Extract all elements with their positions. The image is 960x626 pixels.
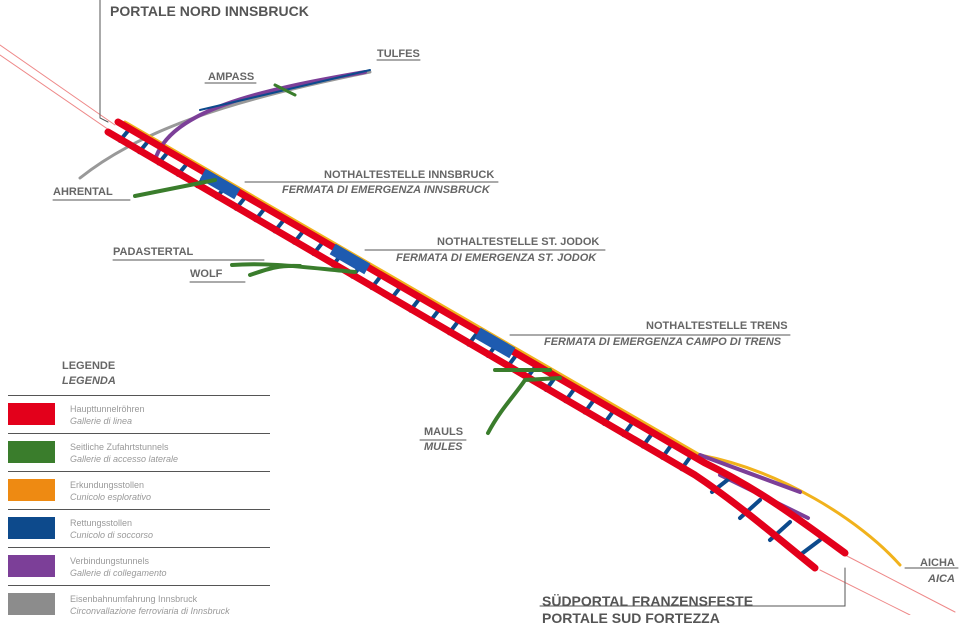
legend-swatch [8, 593, 55, 615]
label-portal-south-de: SÜDPORTAL FRANZENSFESTE [542, 593, 754, 609]
legend-swatch [8, 517, 55, 539]
access-tunnel-ampass [273, 83, 297, 97]
label-mauls: MAULS [424, 426, 464, 438]
legend-swatch [8, 479, 55, 501]
label-stop-jodok-it: FERMATA DI EMERGENZA ST. JODOK [396, 252, 597, 264]
label-portal-north: PORTALE NORD INNSBRUCK [110, 3, 309, 19]
access-tunnel-wolf [230, 262, 357, 277]
emergency-stop-trens [474, 327, 516, 359]
label-aicha: AICHA [920, 557, 955, 569]
access-tunnel-mauls [486, 368, 562, 435]
label-mules: MULES [424, 441, 463, 453]
emergency-stop-jodok [329, 243, 371, 275]
label-tulfes: TULFES [377, 48, 420, 60]
label-ampass: AMPASS [208, 71, 255, 83]
label-stop-trens-it: FERMATA DI EMERGENZA CAMPO DI TRENS [544, 336, 782, 348]
legend-swatch [8, 555, 55, 577]
label-stop-innsbruck-de: NOTHALTESTELLE INNSBRUCK [324, 169, 495, 181]
main-tube-west [104, 128, 819, 572]
label-aica: AICA [928, 573, 955, 585]
approach-tracks-north [0, 44, 116, 133]
legend-swatch [8, 441, 55, 463]
label-portal-south-it: PORTALE SUD FORTEZZA [542, 610, 720, 626]
cross-passage [798, 538, 822, 557]
label-ahrental: AHRENTAL [53, 186, 113, 198]
access-tunnel-ahrental [133, 178, 217, 198]
label-wolf: WOLF [190, 268, 223, 280]
label-padastertal: PADASTERTAL [113, 246, 194, 258]
legend-title-de: LEGENDE [62, 360, 116, 372]
approach-tracks-south [819, 554, 956, 615]
legend-title-it: LEGENDA [62, 375, 116, 387]
legend-swatch [8, 403, 55, 425]
emergency-stop-innsbruck [199, 168, 241, 200]
label-stop-jodok-de: NOTHALTESTELLE ST. JODOK [437, 236, 600, 248]
label-stop-innsbruck-it: FERMATA DI EMERGENZA INNSBRUCK [282, 184, 490, 196]
label-stop-trens-de: NOTHALTESTELLE TRENS [646, 320, 788, 332]
cross-passage [738, 498, 762, 520]
exploratory-tunnel [123, 120, 902, 567]
main-tube-east [114, 118, 849, 557]
